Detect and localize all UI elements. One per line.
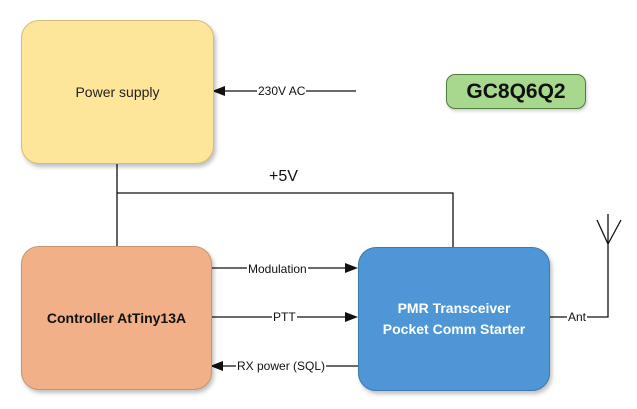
ac-arrowhead: [212, 86, 225, 96]
ac-input-label: 230V AC: [257, 84, 307, 98]
transceiver-label-line2: Pocket Comm Starter: [382, 321, 526, 337]
rx-power-label: RX power (SQL): [236, 359, 327, 373]
transceiver-label-line1: PMR Transceiver: [397, 300, 511, 316]
ptt-arrowhead: [345, 312, 358, 322]
modulation-label: Modulation: [247, 262, 308, 276]
power-supply-block: Power supply: [21, 20, 214, 164]
controller-block: Controller AtTiny13A: [21, 246, 212, 390]
geocache-code-badge: GC8Q6Q2: [446, 74, 586, 109]
antenna-right-arm: [607, 219, 622, 245]
transceiver-block: PMR Transceiver Pocket Comm Starter: [358, 247, 550, 391]
supply-rail-to-transceiver: [117, 192, 454, 247]
supply-rail-label: +5V: [269, 168, 298, 185]
power-supply-label: Power supply: [75, 84, 160, 100]
antenna-line: [548, 244, 609, 318]
modulation-arrowhead: [345, 263, 358, 273]
controller-label: Controller AtTiny13A: [46, 310, 187, 326]
ptt-label: PTT: [272, 310, 297, 324]
antenna-label: Ant: [567, 310, 588, 324]
geocache-code-text: GC8Q6Q2: [466, 79, 566, 103]
antenna-left-arm: [596, 219, 609, 245]
rx-power-arrowhead: [210, 361, 223, 371]
